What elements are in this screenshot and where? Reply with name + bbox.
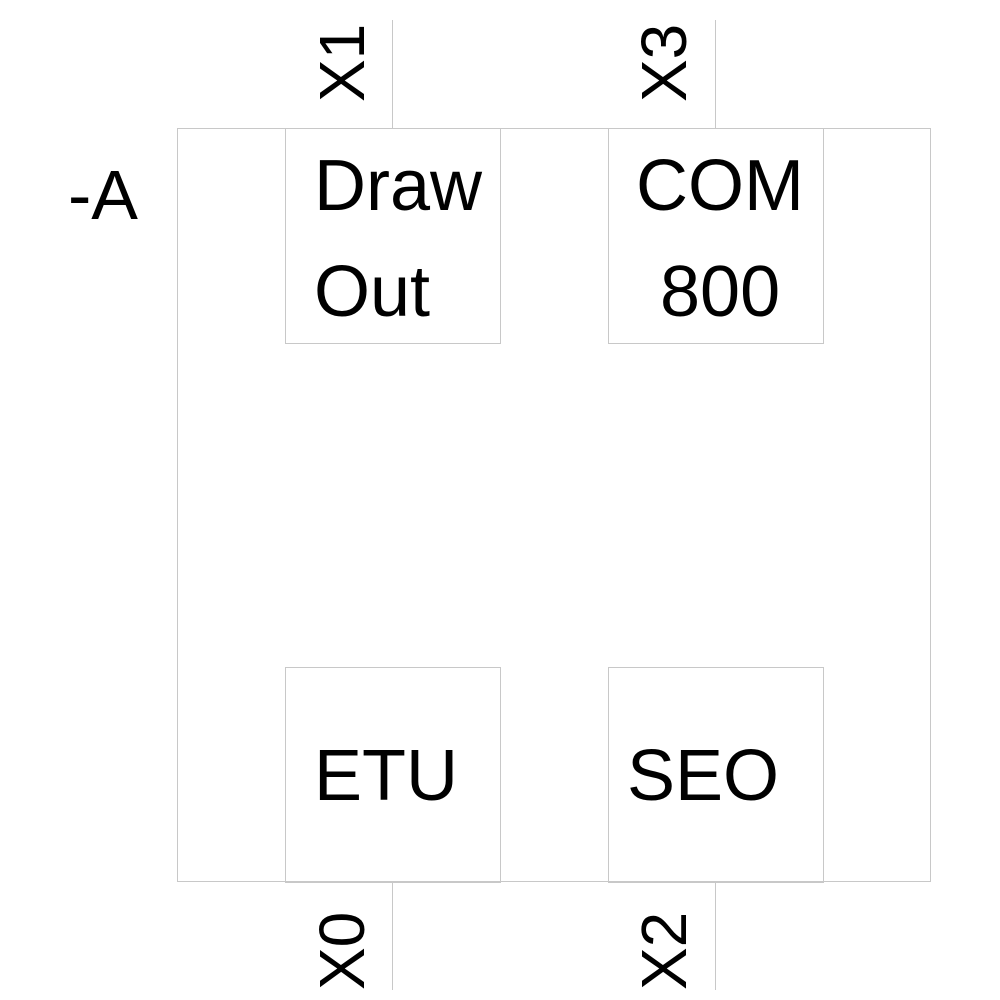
module-etu [285, 667, 501, 883]
module-seo-label: SEO [627, 736, 780, 816]
device-frame [177, 128, 931, 882]
module-com800-label-line1: COM [636, 146, 804, 226]
connector-line-x0 [392, 882, 393, 990]
module-draw-out-label-line1: Draw [314, 146, 483, 226]
connector-label-x2: X2 [628, 911, 700, 990]
module-draw-out-label-line2: Out [314, 252, 431, 332]
module-com800-label-line2: 800 [660, 252, 781, 332]
connector-label-x0: X0 [306, 911, 378, 990]
connector-line-x2 [715, 882, 716, 990]
connector-line-x1 [392, 20, 393, 128]
device-designation: -A [68, 156, 138, 234]
module-draw-out [285, 128, 501, 344]
module-etu-label: ETU [314, 736, 458, 816]
connector-line-x3 [715, 20, 716, 128]
connector-label-x3: X3 [628, 23, 700, 102]
module-com800 [608, 128, 824, 344]
connector-label-x1: X1 [306, 23, 378, 102]
module-seo [608, 667, 824, 883]
